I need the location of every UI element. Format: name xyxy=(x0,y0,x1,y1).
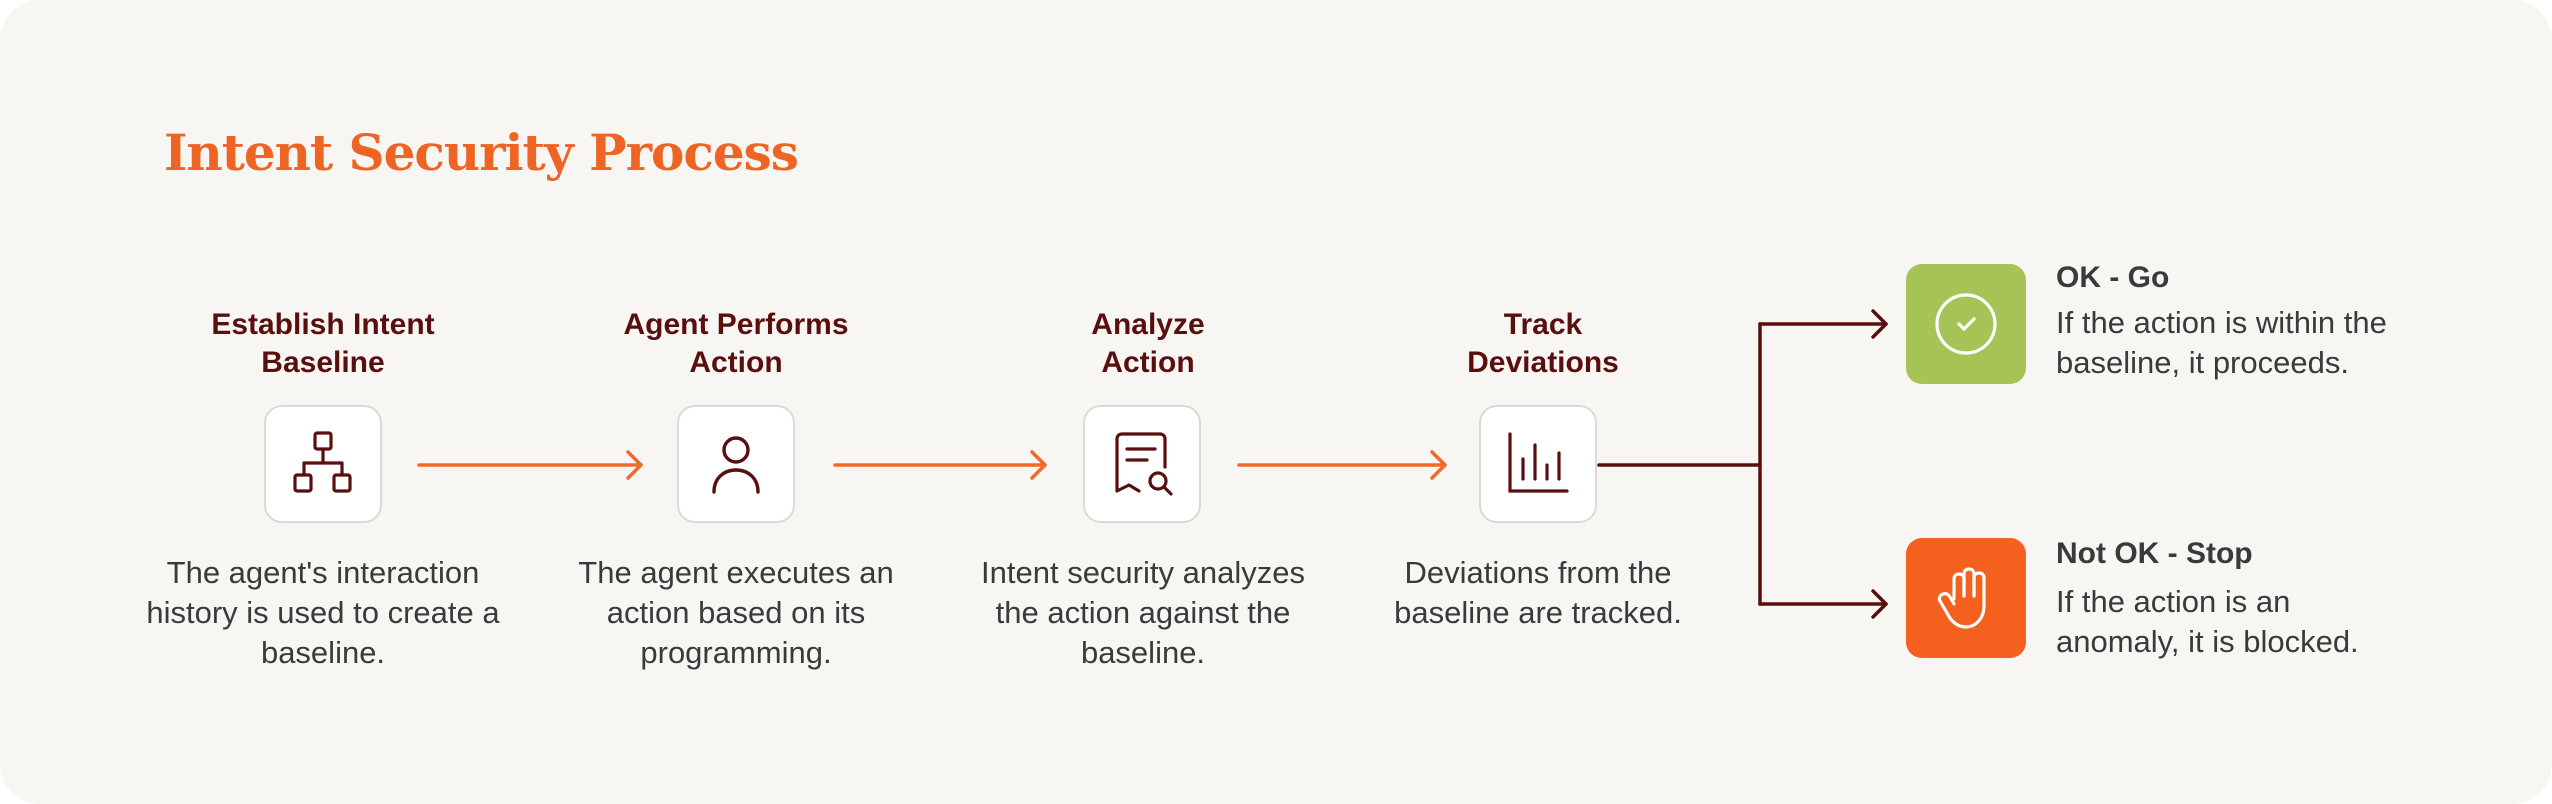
step-title: Establish Intent Baseline xyxy=(163,306,483,382)
step-icon-box xyxy=(1479,405,1597,523)
step-icon-box xyxy=(264,405,382,523)
step-title-line: Deviations xyxy=(1467,346,1619,379)
step-title: Track Deviations xyxy=(1383,306,1703,382)
step-description: Deviations from the baseline are tracked… xyxy=(1358,553,1718,633)
outcome-icon-box xyxy=(1906,264,2026,384)
step-desc-line: history is used to create a xyxy=(146,595,500,630)
step-description: Intent security analyzes the action agai… xyxy=(963,553,1323,673)
branch-connector xyxy=(1597,309,1888,619)
arrow-step1-to-step2 xyxy=(417,450,643,480)
step-desc-line: Deviations from the xyxy=(1404,555,1672,590)
user-icon xyxy=(712,436,760,494)
step-title: Analyze Action xyxy=(988,306,1308,382)
outcome-desc-line: If the action is an xyxy=(2056,584,2291,619)
step-desc-line: baseline. xyxy=(1080,635,1206,670)
step-desc-line: baseline. xyxy=(260,635,386,670)
step-title-line: Action xyxy=(689,346,783,379)
outcome-desc-line: baseline, it proceeds. xyxy=(2056,345,2349,380)
document-search-icon xyxy=(1115,432,1173,496)
step-title-line: Establish Intent xyxy=(211,308,435,341)
step-desc-line: The agent executes an xyxy=(578,555,894,590)
step-title-line: Agent Performs xyxy=(623,308,849,341)
diagram-title: Intent Security Process xyxy=(164,123,799,182)
step-title-line: Track xyxy=(1503,308,1583,341)
step-desc-line: baseline are tracked. xyxy=(1394,595,1682,630)
step-description: The agent executes an action based on it… xyxy=(556,553,916,673)
step-title-line: Action xyxy=(1101,346,1195,379)
outcome-desc-line: anomaly, it is blocked. xyxy=(2056,624,2359,659)
outcome-title: OK - Go xyxy=(2056,261,2170,294)
step-desc-line: The agent's interaction xyxy=(166,555,480,590)
outcome-description: If the action is within the baseline, it… xyxy=(2056,303,2456,383)
step-title-line: Analyze xyxy=(1091,308,1205,341)
hand-stop-icon xyxy=(1937,567,1986,629)
step-desc-line: Intent security analyzes xyxy=(981,555,1305,590)
step-title-line: Baseline xyxy=(261,346,385,379)
step-description: The agent's interaction history is used … xyxy=(143,553,503,673)
outcome-description: If the action is an anomaly, it is block… xyxy=(2056,582,2456,662)
step-desc-line: programming. xyxy=(640,635,832,670)
hierarchy-icon xyxy=(293,431,352,493)
step-title: Agent Performs Action xyxy=(576,306,896,382)
outcome-title: Not OK - Stop xyxy=(2056,537,2253,570)
outcome-icon-box xyxy=(1906,538,2026,658)
step-icon-box xyxy=(1083,405,1201,523)
step-desc-line: the action against the xyxy=(995,595,1291,630)
step-desc-line: action based on its xyxy=(606,595,866,630)
check-circle-icon xyxy=(1935,293,1997,355)
bar-chart-icon xyxy=(1508,432,1569,493)
arrow-step3-to-step4 xyxy=(1237,450,1447,480)
step-icon-box xyxy=(677,405,795,523)
arrow-step2-to-step3 xyxy=(833,450,1047,480)
outcome-desc-line: If the action is within the xyxy=(2056,305,2387,340)
